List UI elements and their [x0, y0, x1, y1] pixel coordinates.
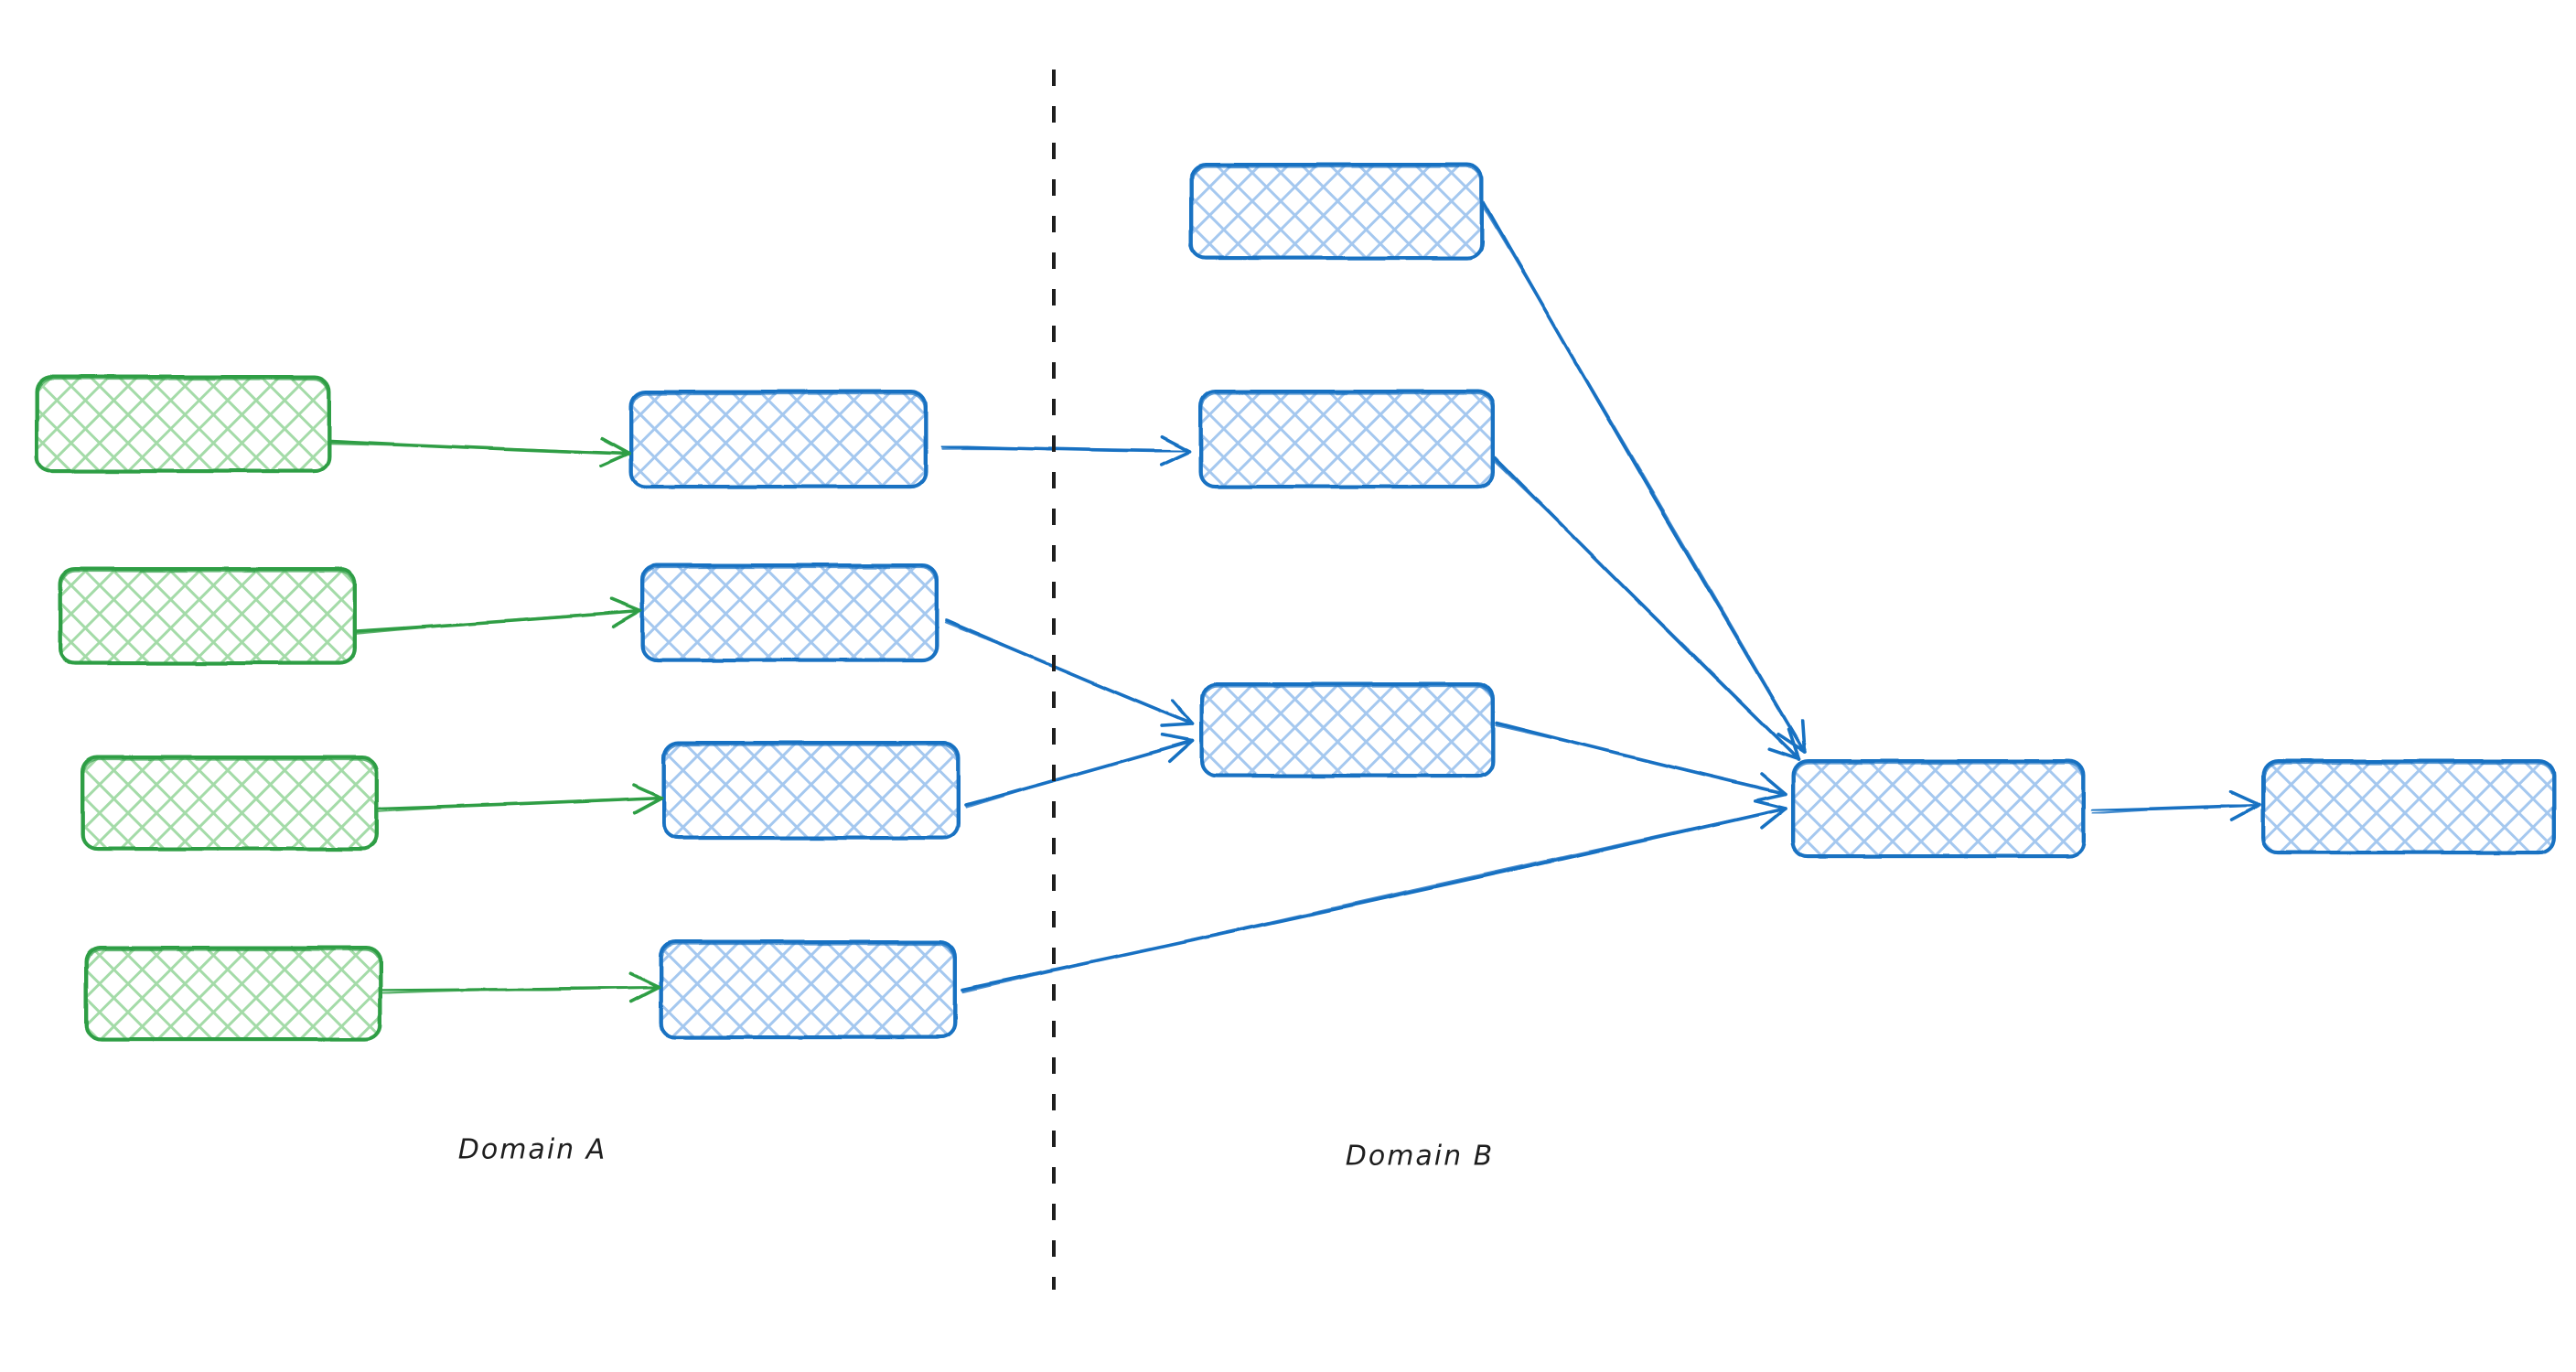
edge-d1-e1 — [2091, 790, 2261, 821]
node-fill — [1191, 165, 1482, 258]
edge-c2-d1 — [1492, 456, 1800, 761]
node-outline — [660, 942, 956, 1040]
node-outline — [1199, 391, 1494, 489]
node-e1[interactable] — [2261, 759, 2556, 855]
node-b4[interactable] — [659, 940, 957, 1040]
edge-arrowhead — [1159, 435, 1191, 467]
labels-layer: Domain A Domain B — [458, 1134, 1495, 1173]
node-fill — [642, 565, 937, 660]
node-fill — [82, 757, 377, 849]
edge-arrowhead — [1776, 719, 1806, 754]
edge-arrowhead — [632, 783, 664, 815]
edge-arrowhead — [628, 971, 660, 1003]
edge-b2-c3 — [943, 618, 1195, 728]
node-fill — [2263, 761, 2554, 852]
edge-arrowhead — [1754, 799, 1787, 831]
domain-b-label: Domain B — [1346, 1141, 1495, 1173]
edge-arrowhead — [2229, 790, 2261, 821]
node-b1[interactable] — [629, 390, 928, 489]
node-c2[interactable] — [1198, 390, 1495, 489]
node-b3[interactable] — [662, 741, 961, 841]
node-outline — [663, 743, 960, 841]
node-b2[interactable] — [640, 563, 939, 663]
node-fill — [86, 948, 381, 1039]
edge-shaft-2 — [1495, 724, 1787, 796]
node-outline — [1201, 684, 1494, 778]
node-fill — [37, 377, 329, 471]
edge-shaft-2 — [381, 985, 660, 994]
node-outline — [36, 377, 330, 474]
node-outline — [630, 391, 927, 489]
node-a3[interactable] — [80, 756, 379, 852]
edges-layer — [329, 201, 2261, 1003]
edge-b4-d1 — [961, 799, 1787, 993]
edge-a1-b1 — [329, 436, 631, 468]
node-a2[interactable] — [59, 567, 357, 666]
edge-arrowhead — [1766, 728, 1800, 761]
edge-arrowhead — [1160, 699, 1195, 728]
node-d1[interactable] — [1791, 759, 2086, 859]
edge-arrowhead — [599, 436, 631, 468]
edge-shaft-2 — [1492, 457, 1800, 761]
edge-c3-d1 — [1495, 721, 1787, 803]
node-fill — [664, 743, 959, 838]
node-outline — [1190, 165, 1483, 261]
edge-b3-c3 — [964, 733, 1195, 809]
node-outline — [1792, 761, 2085, 859]
node-c3[interactable] — [1200, 682, 1495, 778]
node-outline — [2262, 761, 2555, 855]
edge-b1-c2 — [940, 435, 1191, 467]
edge-a2-b2 — [355, 597, 642, 635]
node-fill — [1793, 761, 2084, 856]
edge-shaft-2 — [943, 621, 1195, 726]
nodes-layer — [35, 163, 2556, 1042]
domain-a-label: Domain A — [458, 1134, 606, 1166]
edge-shaft-2 — [1480, 203, 1806, 754]
edge-shaft-2 — [329, 442, 631, 456]
edge-arrowhead — [1160, 733, 1195, 764]
node-outline — [59, 569, 356, 666]
edge-shaft-2 — [356, 609, 642, 635]
edge-arrowhead — [1754, 772, 1787, 803]
edge-c1-d1 — [1480, 201, 1806, 754]
node-c1[interactable] — [1189, 163, 1484, 261]
edge-shaft-2 — [378, 796, 664, 812]
node-fill — [1202, 684, 1493, 776]
node-outline — [641, 565, 938, 663]
node-fill — [60, 569, 355, 663]
node-fill — [1200, 391, 1493, 487]
node-fill — [631, 391, 926, 487]
node-outline — [81, 757, 378, 852]
node-a4[interactable] — [84, 946, 382, 1042]
edge-a3-b3 — [377, 783, 664, 815]
edge-shaft-2 — [2091, 803, 2261, 814]
node-outline — [85, 948, 381, 1042]
edge-shaft-2 — [940, 447, 1191, 454]
edge-a4-b4 — [381, 971, 660, 1003]
edge-shaft-2 — [961, 807, 1787, 993]
edge-shaft-2 — [965, 739, 1195, 809]
edge-arrowhead — [609, 597, 642, 629]
node-fill — [660, 942, 955, 1037]
node-a1[interactable] — [35, 375, 331, 474]
